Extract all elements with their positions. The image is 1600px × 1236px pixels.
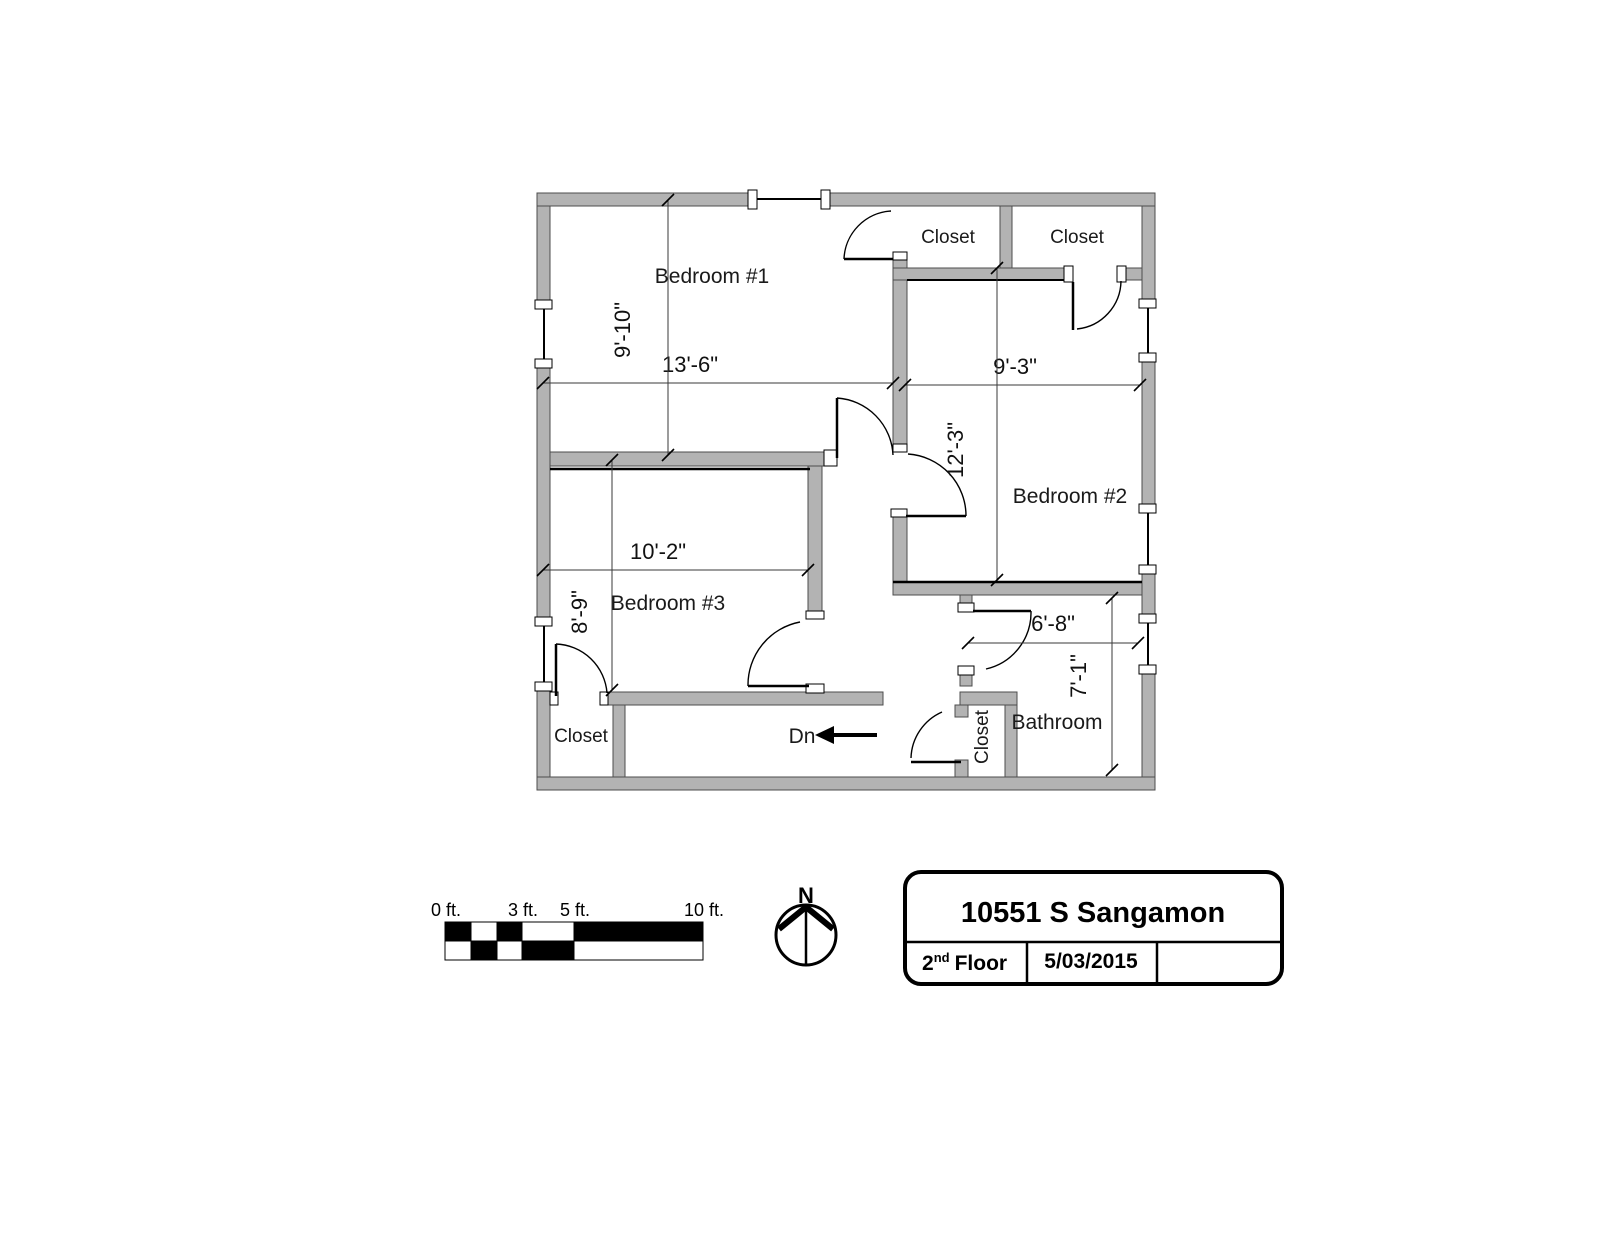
dim-bedroom1-height: 9'-10" [610,193,675,462]
doors [554,210,1122,764]
door-bedroom3-closet [554,643,608,696]
door-jambs [549,251,1127,706]
scale-bar-checker [444,921,704,961]
door-bedroom1-closet [843,210,893,261]
dim-bedroom2-width-label: 9'-3" [993,354,1037,379]
door-bedroom1 [835,397,894,458]
dim-bedroom2-width: 9'-3" [898,354,1147,392]
window-right-middle [1138,503,1157,575]
dim-bedroom3-width-label: 10'-2" [630,539,686,564]
scale-tick-10ft: 10 ft. [684,900,724,920]
dim-bathroom-height-label: 7'-1" [1066,654,1091,698]
stairs-down-label: Dn [789,725,816,748]
door-bathroom [973,609,1032,670]
dim-bedroom1-height-label: 9'-10" [610,302,635,358]
dim-bedroom1-width-label: 13'-6" [662,352,718,377]
bathroom-label: Bathroom [1011,711,1102,734]
bedroom3-label: Bedroom #3 [611,592,725,615]
dim-bathroom-height: 7'-1" [1066,591,1119,777]
scale-tick-5ft: 5 ft. [560,900,590,920]
scale-tick-3ft: 3 ft. [508,900,538,920]
dim-bathroom-width-label: 6'-8" [1031,611,1075,636]
dim-bedroom3-height-label: 8'-9" [567,590,592,634]
windows [534,189,1157,692]
closet-bedroom2-label: Closet [1050,227,1105,248]
closet-bedroom3-label: Closet [554,726,609,747]
north-label: N [798,883,814,908]
window-right-lower [1138,613,1157,675]
window-left-upper [534,299,553,369]
door-bathroom-closet [910,711,961,764]
wall-accent-edges [550,279,1142,584]
scale-tick-0ft: 0 ft. [431,900,461,920]
bedroom1-label: Bedroom #1 [655,265,769,288]
window-right-upper [1138,298,1157,363]
door-bedroom3 [747,621,809,688]
window-left-lower [534,616,553,692]
dim-bedroom3-height: 8'-9" [567,453,619,697]
dimension-lines: 13'-6" 9'-10" 9'-3" 12'-3" 10'-2" [536,193,1147,777]
dim-bedroom3-width: 10'-2" [536,539,815,577]
dim-bedroom2-height-label: 12'-3" [943,422,968,478]
stairs-down-arrow-icon [815,726,877,744]
door-bedroom2-closet [1071,280,1122,330]
dim-bathroom-width: 6'-8" [961,611,1145,650]
title-address: 10551 S Sangamon [961,897,1225,929]
closet-bathroom-label: Closet [972,709,993,764]
exterior-walls [536,192,1156,791]
north-arrow-icon: N [774,883,838,967]
scale-bar: 0 ft. 3 ft. 5 ft. 10 ft. [431,900,724,961]
bedroom2-label: Bedroom #2 [1013,485,1127,508]
room-labels: Bedroom #1 Bedroom #2 Bedroom #3 Bathroo… [554,227,1127,764]
title-date: 5/03/2015 [1044,950,1138,973]
stairs-down-indicator: Dn [789,725,877,748]
dim-bedroom2-height: 12'-3" [943,261,1004,587]
window-top [747,189,831,210]
closet-bedroom1-label: Closet [921,227,976,248]
dim-bedroom1-width: 13'-6" [536,352,900,390]
door-bedroom2 [906,453,967,518]
